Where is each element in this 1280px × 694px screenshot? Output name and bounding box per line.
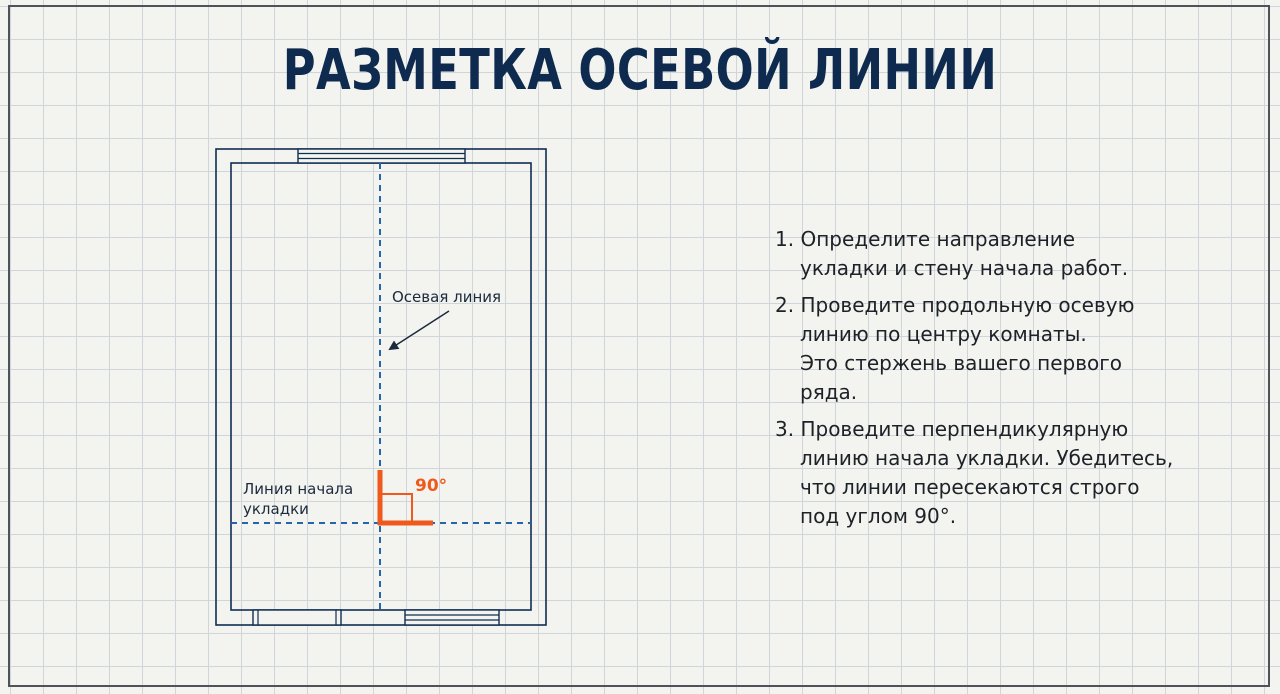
step-text: линию по центру комнаты. bbox=[800, 322, 1087, 346]
step-text: Это стержень вашего первого bbox=[800, 351, 1122, 375]
step-text: Проведите перпендикулярную bbox=[800, 417, 1129, 441]
bottom-window bbox=[404, 609, 500, 626]
angle-label: 90° bbox=[415, 476, 447, 496]
page-frame bbox=[8, 5, 1270, 687]
page-title: РАЗМЕТКА ОСЕВОЙ ЛИНИИ bbox=[282, 38, 998, 103]
start-line-label-2: укладки bbox=[243, 500, 309, 518]
step-text: что линии пересекаются строго bbox=[800, 475, 1140, 499]
step-text: укладки и стену начала работ. bbox=[800, 256, 1129, 280]
step-text: Определите направление bbox=[800, 227, 1076, 251]
step-text: ряда. bbox=[800, 380, 858, 404]
step-number: 2. bbox=[775, 293, 795, 317]
axis-arrow bbox=[388, 310, 450, 351]
step-text: линию начала укладки. Убедитесь, bbox=[800, 446, 1174, 470]
instruction-step-2: 2. Проведите продольную осевую линию по … bbox=[775, 291, 1245, 407]
axis-line-label: Осевая линия bbox=[392, 288, 501, 306]
instruction-step-1: 1. Определите направление укладки и стен… bbox=[775, 225, 1245, 283]
step-number: 1. bbox=[775, 227, 795, 251]
start-line-label-1: Линия начала bbox=[243, 480, 353, 498]
bottom-door bbox=[252, 609, 342, 626]
right-angle-marker bbox=[377, 470, 433, 526]
step-text: под углом 90°. bbox=[800, 504, 957, 528]
instruction-step-3: 3. Проведите перпендикулярную линию нача… bbox=[775, 415, 1245, 531]
top-window bbox=[297, 148, 466, 164]
step-number: 3. bbox=[775, 417, 795, 441]
instruction-list: 1. Определите направление укладки и стен… bbox=[775, 225, 1245, 539]
step-text: Проведите продольную осевую bbox=[800, 293, 1135, 317]
